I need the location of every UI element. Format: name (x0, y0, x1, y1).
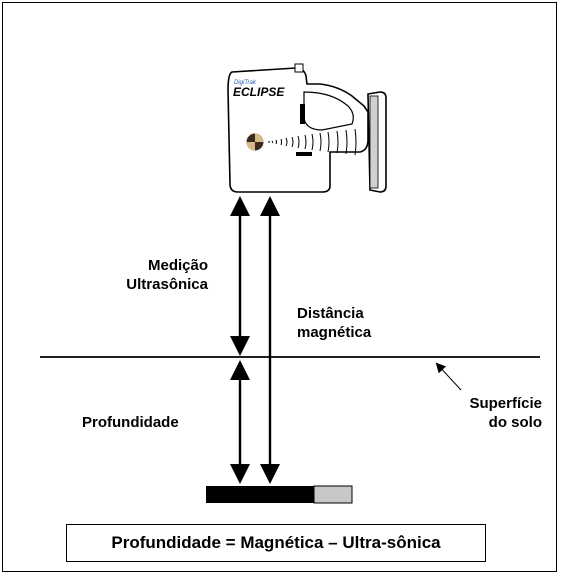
surface-label-line1: Superfície (469, 395, 542, 412)
depth-formula: Profundidade = Magnética – Ultra-sônica (66, 524, 486, 562)
ultrasonic-label-line2: Ultrasônica (126, 276, 208, 293)
magnetic-distance-label: Distância magnética (297, 304, 427, 342)
trigger (300, 104, 305, 124)
magnetic-label-line1: Distância (297, 305, 364, 322)
surface-label-line2: do solo (488, 414, 542, 431)
ultrasonic-distance-arrow (230, 196, 250, 356)
magnetic-label-line2: magnética (297, 324, 372, 341)
device-brand-small: DigiTrak (234, 80, 257, 86)
locator-device: DigiTrak ECLIPSE (227, 63, 387, 193)
ground-surface-label: Superfície do solo (420, 394, 542, 432)
target-emblem-icon (246, 133, 264, 151)
depth-label: Profundidade (82, 414, 179, 431)
diagram-frame (2, 2, 557, 572)
handle-grip (303, 91, 354, 131)
surface-pointer (435, 362, 462, 391)
device-brand: ECLIPSE (233, 85, 285, 99)
top-knob (294, 63, 304, 73)
ultrasonic-label-line1: Medição (147, 257, 208, 274)
magnetic-distance-arrow (260, 196, 280, 484)
depth-arrow (230, 360, 250, 484)
ultrasonic-measurement-label: Medição Ultrasônica (84, 256, 208, 294)
sonde (206, 485, 353, 504)
ultrasonic-waves (268, 128, 357, 156)
